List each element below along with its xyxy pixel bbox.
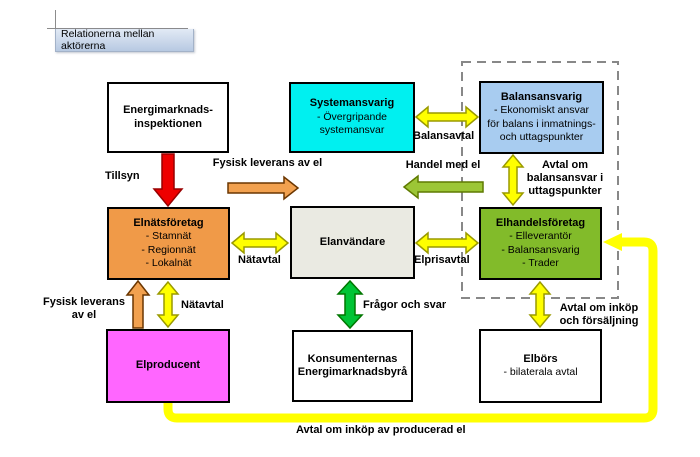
box-title: Elproducent <box>135 359 201 372</box>
box-elproducent: Elproducent <box>106 329 230 403</box>
label-line: Fysisk leverans <box>43 296 125 308</box>
label-fysisk-leverans-av-el-top: Fysisk leverans av el <box>212 157 323 169</box>
box-title: Elhandelsföretag <box>495 216 586 229</box>
box-konsumenternas-energimarknadsbyra: Konsumenternas Energimarknadsbyrå <box>292 330 413 402</box>
box-line: - Balansansvarig <box>501 243 580 256</box>
fragor-och-svar-arrow-icon <box>336 279 364 330</box>
box-elbors: Elbörs - bilaterala avtal <box>479 329 602 403</box>
box-line: - Stamnät <box>145 230 192 242</box>
box-title: Balansansvarig <box>500 90 583 103</box>
box-line: för balans i inmatnings- <box>487 117 596 130</box>
label-elprisavtal: Elprisavtal <box>414 254 470 266</box>
avtal-balansansvar-arrow-icon <box>501 153 525 207</box>
box-line: Konsumenternas <box>307 352 398 365</box>
box-line: - Övergripande <box>316 110 388 123</box>
box-line: - Regionnät <box>141 243 196 256</box>
box-line: inspektionen <box>134 117 202 130</box>
label-natavtal-nedre: Nätavtal <box>181 299 224 311</box>
label-line: balansansvar i <box>526 172 604 184</box>
label-line: av el <box>71 309 97 321</box>
placeholder-mark-horizontal <box>47 28 188 29</box>
tillsyn-arrow-icon <box>152 153 184 208</box>
label-natavtal: Nätavtal <box>238 254 281 266</box>
fysisk-leverans-upp-arrow-icon <box>125 279 151 329</box>
label-avtal-om-balansansvar: Avtal om balansansvar i uttagspunkter <box>519 159 611 198</box>
natavtal-mellan-arrow-icon <box>230 231 290 255</box>
box-systemansvarig: Systemansvarig - Övergripande systemansv… <box>289 82 415 153</box>
box-title: Elnätsföretag <box>133 216 204 229</box>
elprisavtal-arrow-icon <box>414 231 480 255</box>
box-balansansvarig: Balansansvarig - Ekonomiskt ansvar för b… <box>479 81 604 154</box>
box-line: - Elleverantör <box>509 230 572 242</box>
label-line: uttagspunkter <box>528 185 602 197</box>
box-line: och uttagspunkter <box>499 131 584 143</box>
label-line: Avtal om <box>541 159 589 171</box>
label-handel-med-el: Handel med el <box>405 159 481 171</box>
label-balansavtal: Balansavtal <box>413 130 475 142</box>
natavtal-nedre-arrow-icon <box>156 280 180 329</box>
diagram-title: Relationerna mellan aktörerna <box>55 28 194 52</box>
box-line: - Lokalnät <box>145 257 192 269</box>
label-fragor-och-svar: Frågor och svar <box>363 299 447 311</box>
box-line: - Trader <box>522 257 559 269</box>
box-elhandelsforetag: Elhandelsföretag - Elleverantör - Balans… <box>479 207 602 280</box>
box-title: Elanvändare <box>319 235 386 248</box>
balansavtal-arrow-icon <box>414 105 480 129</box>
label-avtal-om-inkop-och-forsaljning: Avtal om inköp och försäljning <box>551 302 647 328</box>
avtal-inkop-forsaljning-arrow-icon <box>528 280 552 329</box>
avtal-inkop-producerad-el-line <box>163 237 658 423</box>
label-line: och försäljning <box>559 315 639 327</box>
placeholder-mark-vertical <box>55 10 56 29</box>
handel-med-el-arrow-icon <box>402 174 484 200</box>
box-line: systemansvar <box>319 124 385 137</box>
box-title: Elbörs <box>523 352 558 365</box>
avtal-inkop-producerad-el-arrowhead-icon <box>603 233 622 251</box>
label-line: Avtal om inköp <box>559 302 639 314</box>
box-line: Energimarknadsbyrå <box>297 366 408 378</box>
box-line: - bilaterala avtal <box>503 366 578 378</box>
fysisk-leverans-top-arrow-icon <box>227 175 300 201</box>
label-fysisk-leverans-av-el-vanster: Fysisk leverans av el <box>38 296 130 322</box>
label-avtal-om-inkop-av-producerad-el: Avtal om inköp av producerad el <box>296 424 466 436</box>
box-elanvandare: Elanvändare <box>290 206 415 279</box>
box-elnatsforetag: Elnätsföretag - Stamnät - Regionnät - Lo… <box>107 207 230 280</box>
label-tillsyn: Tillsyn <box>105 170 140 182</box>
box-energimarknadsinspektionen: Energimarknads- inspektionen <box>107 82 229 153</box>
box-line: Energimarknads- <box>123 104 213 116</box>
box-line: - Ekonomiskt ansvar <box>493 104 590 116</box>
box-title: Systemansvarig <box>309 97 395 110</box>
